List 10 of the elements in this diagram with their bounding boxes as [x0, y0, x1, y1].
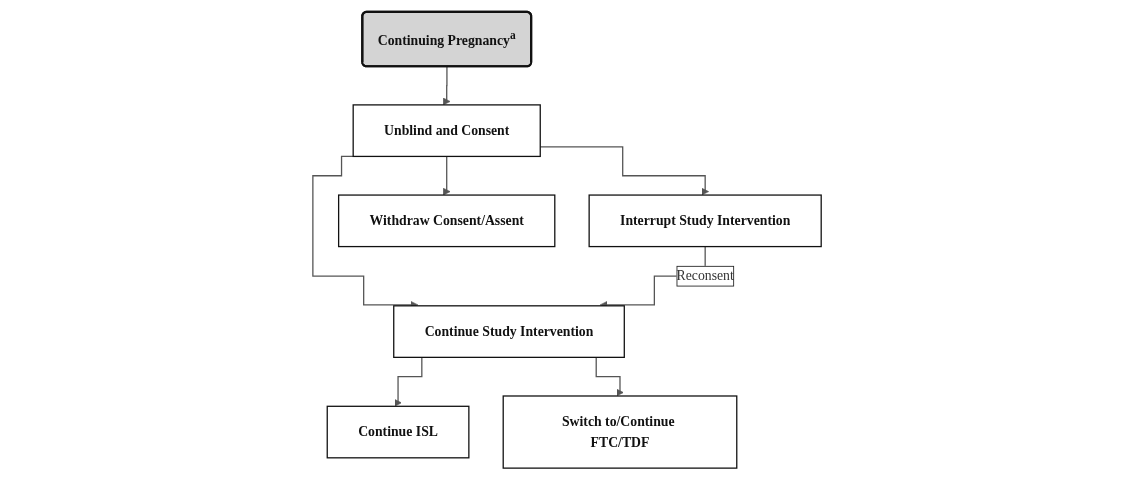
arrow [443, 155, 451, 196]
arrow [443, 66, 451, 106]
node-box: Switch to/Continue FTC/TDF [503, 395, 738, 469]
node-box: Unblind and Consent [353, 104, 542, 158]
arrow [540, 146, 710, 196]
arrow [312, 155, 419, 309]
node-box: Interrupt Study Intervention [588, 194, 823, 248]
node-box: Withdraw Consent/Assent [338, 194, 556, 248]
node-box: Continue Study Intervention [393, 305, 626, 358]
node-box: Continue ISL [327, 405, 470, 459]
